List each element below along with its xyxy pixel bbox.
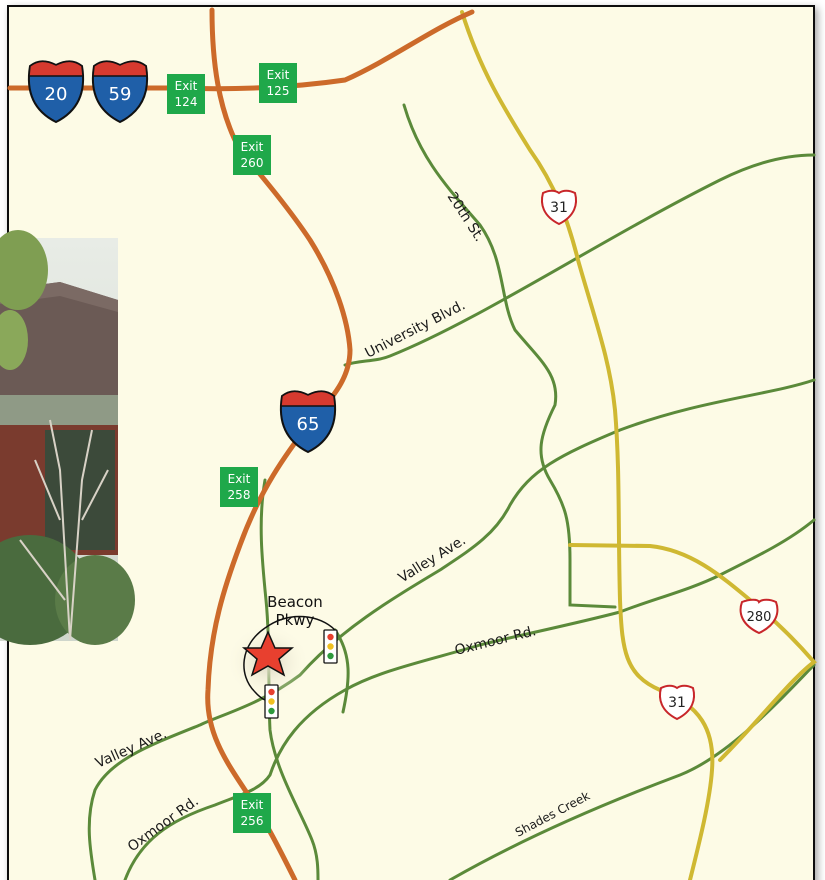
road-beacon-connector bbox=[333, 628, 350, 714]
us-highways bbox=[460, 10, 817, 880]
beacon-pkwy-label-line1: Beacon bbox=[267, 593, 323, 611]
us-shield-31-north: 31 bbox=[540, 189, 578, 226]
svg-text:Exit: Exit bbox=[175, 79, 198, 93]
svg-text:31: 31 bbox=[668, 695, 686, 711]
svg-text:Exit: Exit bbox=[241, 798, 264, 812]
interstate-shield-20: 20 bbox=[27, 60, 85, 124]
svg-text:260: 260 bbox=[241, 156, 264, 170]
building-photo bbox=[0, 230, 135, 645]
road-shades-creek-pkwy bbox=[448, 663, 816, 880]
svg-text:Exit: Exit bbox=[267, 68, 290, 82]
beacon-pkwy-label-line2: Pkwy bbox=[276, 611, 315, 629]
us-shield-280: 280 bbox=[739, 598, 779, 635]
road-valley-ave bbox=[87, 378, 816, 880]
exit-sign-125: Exit 125 bbox=[259, 63, 297, 103]
exit-sign-256: Exit 256 bbox=[233, 793, 271, 833]
svg-text:256: 256 bbox=[241, 814, 264, 828]
traffic-light-icon bbox=[323, 629, 338, 664]
svg-text:59: 59 bbox=[109, 84, 132, 105]
svg-text:125: 125 bbox=[267, 84, 290, 98]
star-icon[interactable] bbox=[241, 630, 295, 677]
exit-sign-124: Exit 124 bbox=[167, 74, 205, 114]
road-university-blvd bbox=[343, 153, 816, 367]
svg-text:20: 20 bbox=[45, 84, 68, 105]
destination: Beacon Pkwy bbox=[226, 593, 336, 703]
svg-text:Exit: Exit bbox=[228, 472, 251, 486]
svg-text:124: 124 bbox=[175, 95, 198, 109]
road-oxmoor-rd bbox=[123, 518, 816, 880]
svg-text:Exit: Exit bbox=[241, 140, 264, 154]
interstate-shield-65: 65 bbox=[279, 390, 337, 454]
road-us-280 bbox=[568, 543, 817, 762]
svg-text:65: 65 bbox=[297, 414, 320, 435]
svg-text:280: 280 bbox=[747, 610, 772, 625]
road-20th-st bbox=[402, 103, 617, 609]
exit-sign-258: Exit 258 bbox=[220, 467, 258, 507]
map-background bbox=[7, 5, 815, 880]
beacon-pkwy-loop bbox=[243, 615, 336, 703]
traffic-light-icon bbox=[264, 684, 279, 719]
exit-sign-260: Exit 260 bbox=[233, 135, 271, 175]
interstate-shield-59: 59 bbox=[91, 60, 149, 124]
road-us-31 bbox=[460, 10, 715, 880]
svg-text:258: 258 bbox=[228, 488, 251, 502]
svg-text:31: 31 bbox=[550, 200, 568, 216]
us-shield-31-south: 31 bbox=[658, 684, 696, 721]
